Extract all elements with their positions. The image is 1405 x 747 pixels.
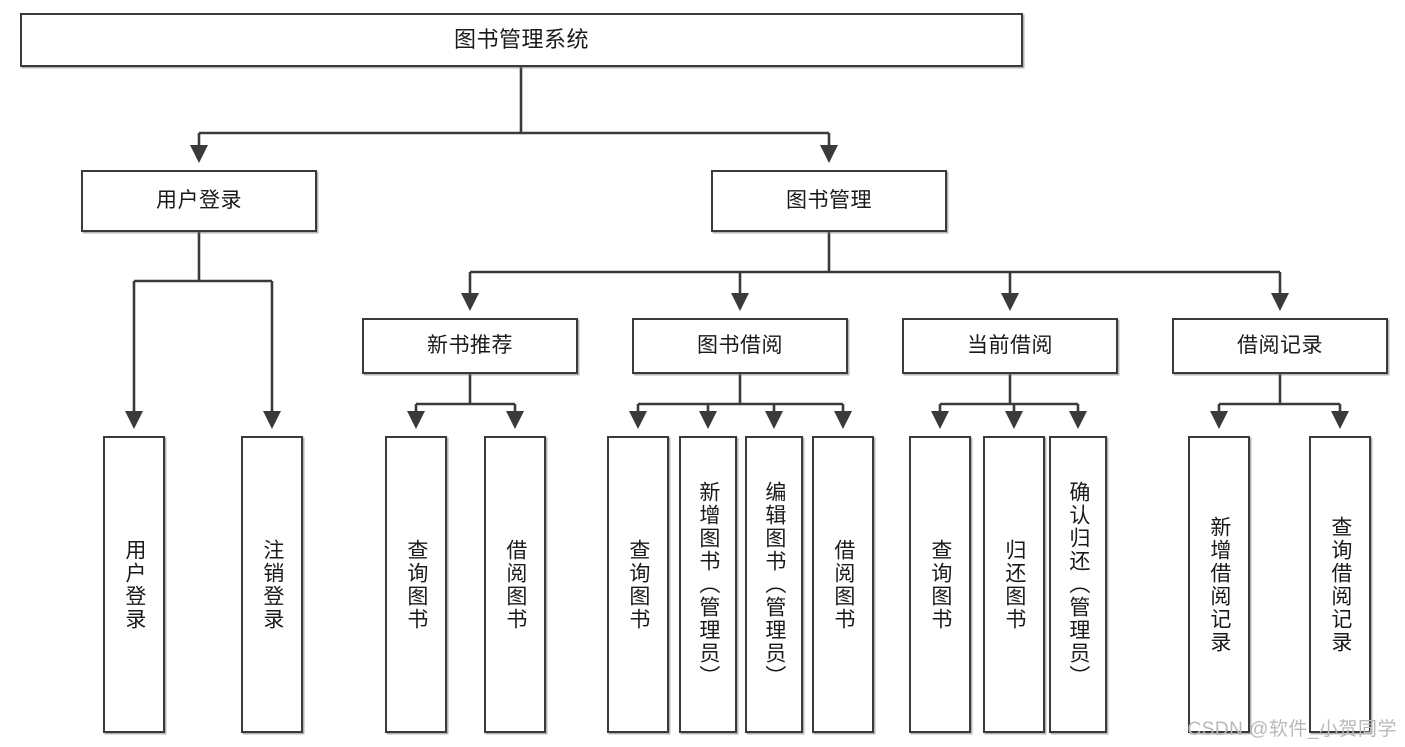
node-book-borrow-label: 图书借阅	[697, 333, 783, 357]
node-leaf-borrow-book-1[interactable]: 借阅图书	[484, 436, 546, 733]
node-leaf-confirm-return-label: 确认归还（管理员）	[1066, 481, 1090, 688]
node-leaf-query-book-2[interactable]: 查询图书	[607, 436, 669, 733]
node-leaf-borrow-book-2-label: 借阅图书	[831, 538, 855, 631]
watermark: CSDN @软件_小贺同学	[1187, 719, 1397, 740]
node-leaf-user-login[interactable]: 用户登录	[103, 436, 165, 733]
node-borrow-record-label: 借阅记录	[1237, 333, 1323, 357]
node-user-login-label: 用户登录	[156, 188, 242, 212]
node-book-manage-label: 图书管理	[786, 188, 872, 212]
node-leaf-add-book[interactable]: 新增图书（管理员）	[679, 436, 737, 733]
node-current-borrow[interactable]: 当前借阅	[902, 318, 1118, 374]
node-leaf-add-book-label: 新增图书（管理员）	[696, 481, 720, 688]
node-leaf-user-logout-label: 注销登录	[260, 538, 284, 631]
node-leaf-query-book-1-label: 查询图书	[404, 538, 428, 631]
node-leaf-borrow-book-2[interactable]: 借阅图书	[812, 436, 874, 733]
node-leaf-query-book-3[interactable]: 查询图书	[909, 436, 971, 733]
node-leaf-user-logout[interactable]: 注销登录	[241, 436, 303, 733]
node-leaf-query-record[interactable]: 查询借阅记录	[1309, 436, 1371, 733]
node-leaf-edit-book-label: 编辑图书（管理员）	[762, 481, 786, 688]
node-leaf-query-book-2-label: 查询图书	[626, 538, 650, 631]
node-leaf-query-book-3-label: 查询图书	[928, 538, 952, 631]
node-book-manage[interactable]: 图书管理	[711, 170, 947, 232]
node-leaf-add-record[interactable]: 新增借阅记录	[1188, 436, 1250, 733]
node-leaf-query-book-1[interactable]: 查询图书	[385, 436, 447, 733]
node-leaf-edit-book[interactable]: 编辑图书（管理员）	[745, 436, 803, 733]
node-leaf-return-book-label: 归还图书	[1002, 538, 1026, 631]
node-leaf-query-record-label: 查询借阅记录	[1328, 515, 1352, 654]
node-leaf-borrow-book-1-label: 借阅图书	[503, 538, 527, 631]
node-new-book-recommend-label: 新书推荐	[427, 333, 513, 357]
node-leaf-confirm-return[interactable]: 确认归还（管理员）	[1049, 436, 1107, 733]
node-borrow-record[interactable]: 借阅记录	[1172, 318, 1388, 374]
node-root-label: 图书管理系统	[453, 27, 589, 53]
node-current-borrow-label: 当前借阅	[967, 333, 1053, 357]
node-new-book-recommend[interactable]: 新书推荐	[362, 318, 578, 374]
node-user-login[interactable]: 用户登录	[81, 170, 317, 232]
node-leaf-return-book[interactable]: 归还图书	[983, 436, 1045, 733]
node-book-borrow[interactable]: 图书借阅	[632, 318, 848, 374]
node-leaf-add-record-label: 新增借阅记录	[1207, 515, 1231, 654]
node-root[interactable]: 图书管理系统	[20, 13, 1023, 67]
node-leaf-user-login-label: 用户登录	[122, 538, 146, 631]
